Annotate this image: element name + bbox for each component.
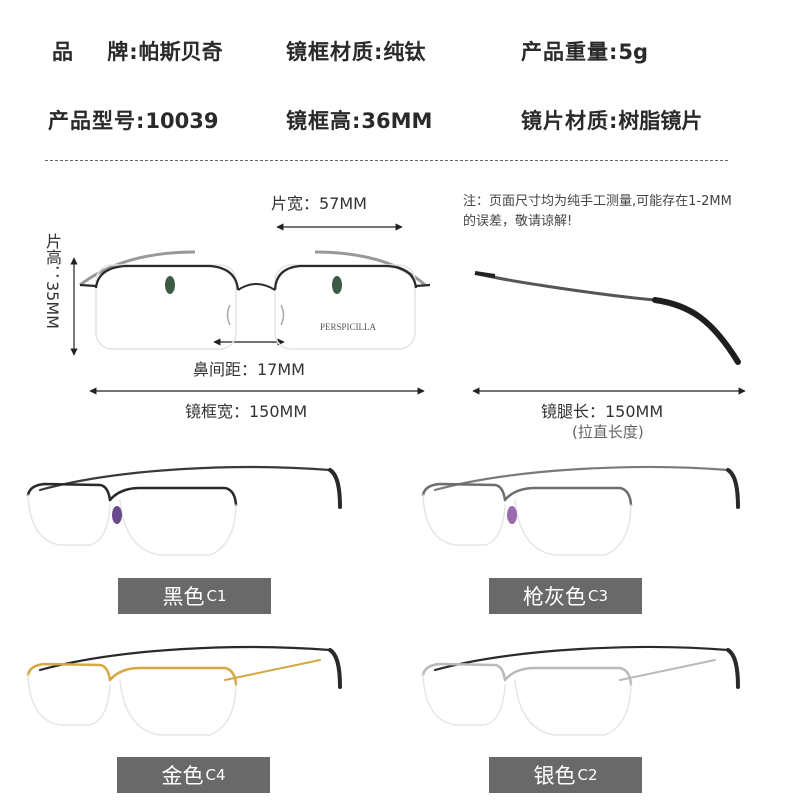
color-name: 枪灰色 — [522, 585, 586, 609]
spec-lens-material-value: 树脂镜片 — [618, 109, 703, 133]
spec-lens-material-label: 镜片材质: — [521, 109, 619, 133]
spec-frame-height-value: 36MM — [361, 109, 433, 133]
spec-model-value: 10039 — [145, 109, 219, 133]
temple-side-view — [474, 271, 741, 365]
measurement-note: 注：页面尺寸均为纯手工测量,可能存在1-2MM的误差，敬请谅解! — [463, 194, 732, 229]
color-name: 黑色 — [162, 585, 205, 609]
temple-length-note: (拉直长度) — [572, 423, 644, 441]
color-code: C2 — [577, 766, 598, 784]
spec-frame-height: 镜框高:36MM — [286, 105, 432, 135]
color-code: C1 — [206, 587, 227, 605]
color-name: 银色 — [533, 764, 576, 788]
spec-frame-material: 镜框材质:纯钛 — [286, 36, 425, 66]
color-code: C3 — [587, 587, 609, 605]
spec-frame-material-value: 纯钛 — [383, 40, 426, 64]
frame-brand-print: PERSPICILLA — [320, 322, 377, 332]
spec-frame-height-label: 镜框高: — [286, 109, 362, 133]
spec-brand-label: 品 牌: — [52, 40, 139, 64]
lens-height-label: 片高：35MM — [43, 233, 62, 329]
lens-width-label: 片宽：57MM — [271, 194, 367, 213]
bridge-label: 鼻间距：17MM — [193, 360, 305, 379]
spec-weight: 产品重量:5g — [521, 36, 648, 66]
spec-frame-material-label: 镜框材质: — [286, 40, 384, 64]
spec-weight-label: 产品重量: — [521, 40, 619, 64]
color-code: C4 — [205, 766, 226, 784]
spec-brand: 品 牌:帕斯贝奇 — [52, 36, 223, 66]
variant-glasses-gunmetal — [421, 465, 740, 556]
front-view-glasses — [79, 250, 431, 350]
spec-lens-material: 镜片材质:树脂镜片 — [521, 105, 702, 135]
spec-brand-value: 帕斯贝奇 — [138, 40, 223, 64]
color-name: 金色 — [161, 764, 204, 788]
variant-glasses-silver — [421, 645, 740, 736]
variant-glasses-black — [26, 465, 342, 556]
spec-model: 产品型号:10039 — [48, 105, 218, 135]
frame-width-label: 镜框宽：150MM — [185, 402, 308, 421]
temple-length-label: 镜腿长：150MM — [541, 402, 664, 421]
spec-weight-value: 5g — [618, 40, 649, 64]
variant-glasses-gold — [26, 645, 342, 736]
section-divider — [45, 160, 728, 161]
spec-model-label: 产品型号: — [48, 109, 146, 133]
